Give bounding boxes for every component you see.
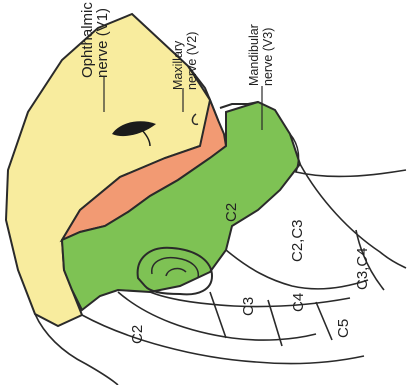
v3-label-group: Mandibular nerve (V3) <box>247 24 275 86</box>
neck-front-outline <box>300 164 406 268</box>
jaw-outline <box>290 134 406 176</box>
v3-nerve-label: nerve (V3) <box>261 28 275 86</box>
c4-c5-divider-line <box>316 302 332 340</box>
v1-label-group: Ophthalmic nerve (V1) <box>79 2 111 78</box>
c3-label: C3 <box>240 297 257 316</box>
v2-nerve-label: nerve (V2) <box>185 32 199 90</box>
c2-lower-label: C2 <box>129 325 146 344</box>
back-outline <box>35 314 118 385</box>
shoulder-outline <box>82 315 364 364</box>
c3-divider-line <box>210 292 226 338</box>
v2-name-label: Maxillary <box>171 40 185 90</box>
c2-c3-label: C2,C3 <box>289 219 306 262</box>
c4-c5-boundary <box>118 292 316 340</box>
v2-label-group: Maxillary nerve (V2) <box>171 32 199 90</box>
c4-label: C4 <box>290 293 307 312</box>
c5-label: C5 <box>335 319 352 338</box>
c2-upper-label: C2 <box>223 203 240 222</box>
c3-c4-label: C3,C4 <box>354 247 371 290</box>
v1-nerve-label: nerve (V1) <box>94 8 111 78</box>
v3-name-label: Mandibular <box>247 24 261 86</box>
